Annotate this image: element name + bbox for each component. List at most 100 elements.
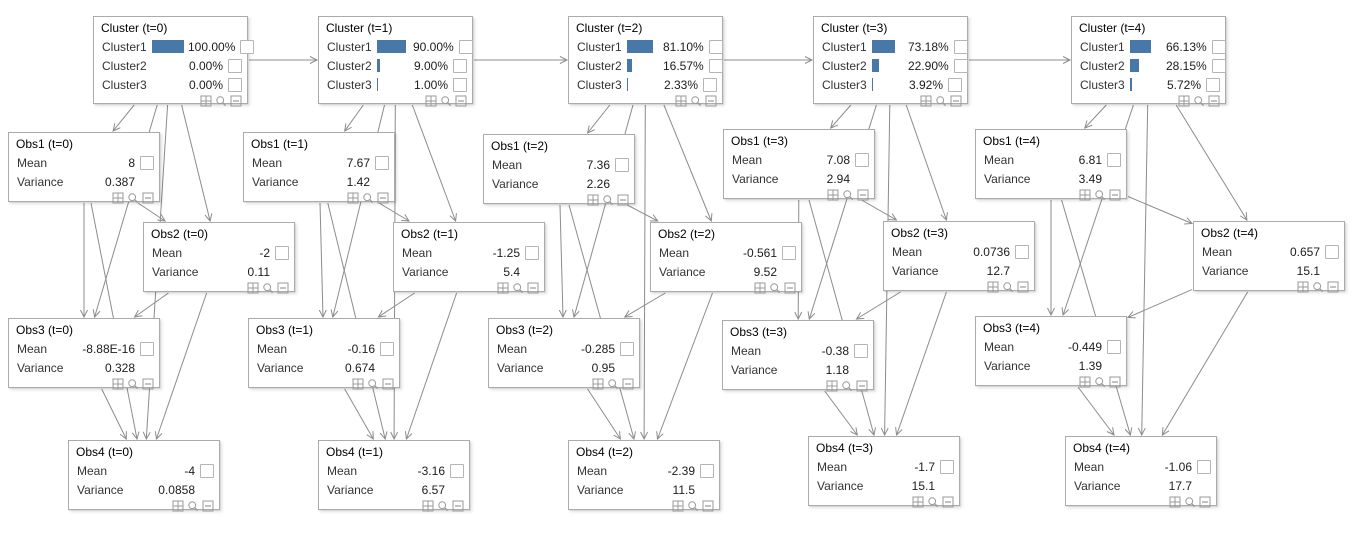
table-icon[interactable] xyxy=(1178,95,1190,107)
node-obs1_t3[interactable]: Obs1 (t=3) Mean 7.08 Variance 2.94 xyxy=(723,129,875,201)
table-icon[interactable] xyxy=(987,281,999,293)
magnifier-icon[interactable] xyxy=(687,500,699,512)
evidence-checkbox[interactable] xyxy=(948,77,962,92)
node-cluster_t3[interactable]: Cluster (t=3) Cluster1 73.18% Cluster2 2… xyxy=(813,16,968,107)
evidence-checkbox[interactable] xyxy=(240,39,255,54)
evidence-checkbox[interactable] xyxy=(458,39,473,54)
table-icon[interactable] xyxy=(672,500,684,512)
magnifier-icon[interactable] xyxy=(437,500,449,512)
evidence-checkbox[interactable] xyxy=(275,245,289,260)
node-obs2_t3[interactable]: Obs2 (t=3) Mean 0.0736 Variance 12.7 xyxy=(883,221,1035,293)
node-obs4_t3[interactable]: Obs4 (t=3) Mean -1.7 Variance 15.1 xyxy=(808,436,960,508)
minus-icon[interactable] xyxy=(617,194,629,206)
node-obs3_t2[interactable]: Obs3 (t=2) Mean -0.285 Variance 0.95 xyxy=(488,318,640,390)
magnifier-icon[interactable] xyxy=(362,192,374,204)
evidence-checkbox[interactable] xyxy=(1325,244,1339,259)
node-obs1_t4[interactable]: Obs1 (t=4) Mean 6.81 Variance 3.49 xyxy=(975,129,1127,201)
table-icon[interactable] xyxy=(1169,496,1181,508)
minus-icon[interactable] xyxy=(856,380,868,392)
evidence-checkbox[interactable] xyxy=(1211,39,1226,54)
minus-icon[interactable] xyxy=(702,500,714,512)
evidence-checkbox[interactable] xyxy=(1015,244,1029,259)
evidence-checkbox[interactable] xyxy=(525,245,539,260)
magnifier-icon[interactable] xyxy=(367,378,379,390)
node-obs2_t4[interactable]: Obs2 (t=4) Mean 0.657 Variance 15.1 xyxy=(1193,221,1345,293)
minus-icon[interactable] xyxy=(230,95,242,107)
table-icon[interactable] xyxy=(912,496,924,508)
minus-icon[interactable] xyxy=(382,378,394,390)
minus-icon[interactable] xyxy=(950,95,962,107)
evidence-checkbox[interactable] xyxy=(453,58,467,73)
node-obs3_t0[interactable]: Obs3 (t=0) Mean -8.88E-16 Variance 0.328 xyxy=(8,318,160,390)
magnifier-icon[interactable] xyxy=(127,192,139,204)
evidence-checkbox[interactable] xyxy=(450,463,464,478)
minus-icon[interactable] xyxy=(942,496,954,508)
table-icon[interactable] xyxy=(827,189,839,201)
magnifier-icon[interactable] xyxy=(690,95,702,107)
magnifier-icon[interactable] xyxy=(1094,189,1106,201)
minus-icon[interactable] xyxy=(1109,376,1121,388)
minus-icon[interactable] xyxy=(142,192,154,204)
table-icon[interactable] xyxy=(172,500,184,512)
evidence-checkbox[interactable] xyxy=(940,459,954,474)
node-cluster_t1[interactable]: Cluster (t=1) Cluster1 90.00% Cluster2 9… xyxy=(318,16,473,107)
magnifier-icon[interactable] xyxy=(215,95,227,107)
minus-icon[interactable] xyxy=(455,95,467,107)
node-obs4_t4[interactable]: Obs4 (t=4) Mean -1.06 Variance 17.7 xyxy=(1065,436,1217,508)
table-icon[interactable] xyxy=(675,95,687,107)
table-icon[interactable] xyxy=(1079,376,1091,388)
evidence-checkbox[interactable] xyxy=(228,77,242,92)
magnifier-icon[interactable] xyxy=(1312,281,1324,293)
minus-icon[interactable] xyxy=(202,500,214,512)
magnifier-icon[interactable] xyxy=(440,95,452,107)
magnifier-icon[interactable] xyxy=(262,282,274,294)
table-icon[interactable] xyxy=(247,282,259,294)
magnifier-icon[interactable] xyxy=(187,500,199,512)
node-obs3_t1[interactable]: Obs3 (t=1) Mean -0.16 Variance 0.674 xyxy=(248,318,400,390)
minus-icon[interactable] xyxy=(1208,95,1220,107)
table-icon[interactable] xyxy=(425,95,437,107)
magnifier-icon[interactable] xyxy=(602,194,614,206)
evidence-checkbox[interactable] xyxy=(700,463,714,478)
magnifier-icon[interactable] xyxy=(512,282,524,294)
table-icon[interactable] xyxy=(754,282,766,294)
evidence-checkbox[interactable] xyxy=(855,152,869,167)
evidence-checkbox[interactable] xyxy=(703,77,717,92)
minus-icon[interactable] xyxy=(1017,281,1029,293)
magnifier-icon[interactable] xyxy=(1094,376,1106,388)
minus-icon[interactable] xyxy=(1327,281,1339,293)
table-icon[interactable] xyxy=(1079,189,1091,201)
table-icon[interactable] xyxy=(592,378,604,390)
node-obs1_t2[interactable]: Obs1 (t=2) Mean 7.36 Variance 2.26 xyxy=(483,134,635,206)
minus-icon[interactable] xyxy=(452,500,464,512)
evidence-checkbox[interactable] xyxy=(1107,339,1121,354)
evidence-checkbox[interactable] xyxy=(854,343,868,358)
evidence-checkbox[interactable] xyxy=(200,463,214,478)
table-icon[interactable] xyxy=(352,378,364,390)
magnifier-icon[interactable] xyxy=(842,189,854,201)
node-obs3_t4[interactable]: Obs3 (t=4) Mean -0.449 Variance 1.39 xyxy=(975,316,1127,388)
node-obs4_t1[interactable]: Obs4 (t=1) Mean -3.16 Variance 6.57 xyxy=(318,440,470,512)
evidence-checkbox[interactable] xyxy=(620,341,634,356)
node-obs4_t0[interactable]: Obs4 (t=0) Mean -4 Variance 0.0858 xyxy=(68,440,220,512)
table-icon[interactable] xyxy=(497,282,509,294)
evidence-checkbox[interactable] xyxy=(782,245,796,260)
table-icon[interactable] xyxy=(422,500,434,512)
minus-icon[interactable] xyxy=(1109,189,1121,201)
node-obs1_t0[interactable]: Obs1 (t=0) Mean 8 Variance 0.387 xyxy=(8,132,160,204)
evidence-checkbox[interactable] xyxy=(140,155,154,170)
evidence-checkbox[interactable] xyxy=(140,341,154,356)
evidence-checkbox[interactable] xyxy=(1107,152,1121,167)
evidence-checkbox[interactable] xyxy=(1206,77,1220,92)
table-icon[interactable] xyxy=(347,192,359,204)
evidence-checkbox[interactable] xyxy=(708,39,723,54)
magnifier-icon[interactable] xyxy=(127,378,139,390)
magnifier-icon[interactable] xyxy=(1193,95,1205,107)
evidence-checkbox[interactable] xyxy=(1211,58,1226,73)
minus-icon[interactable] xyxy=(705,95,717,107)
node-obs2_t1[interactable]: Obs2 (t=1) Mean -1.25 Variance 5.4 xyxy=(393,222,545,294)
evidence-checkbox[interactable] xyxy=(708,58,723,73)
table-icon[interactable] xyxy=(587,194,599,206)
minus-icon[interactable] xyxy=(622,378,634,390)
node-obs4_t2[interactable]: Obs4 (t=2) Mean -2.39 Variance 11.5 xyxy=(568,440,720,512)
